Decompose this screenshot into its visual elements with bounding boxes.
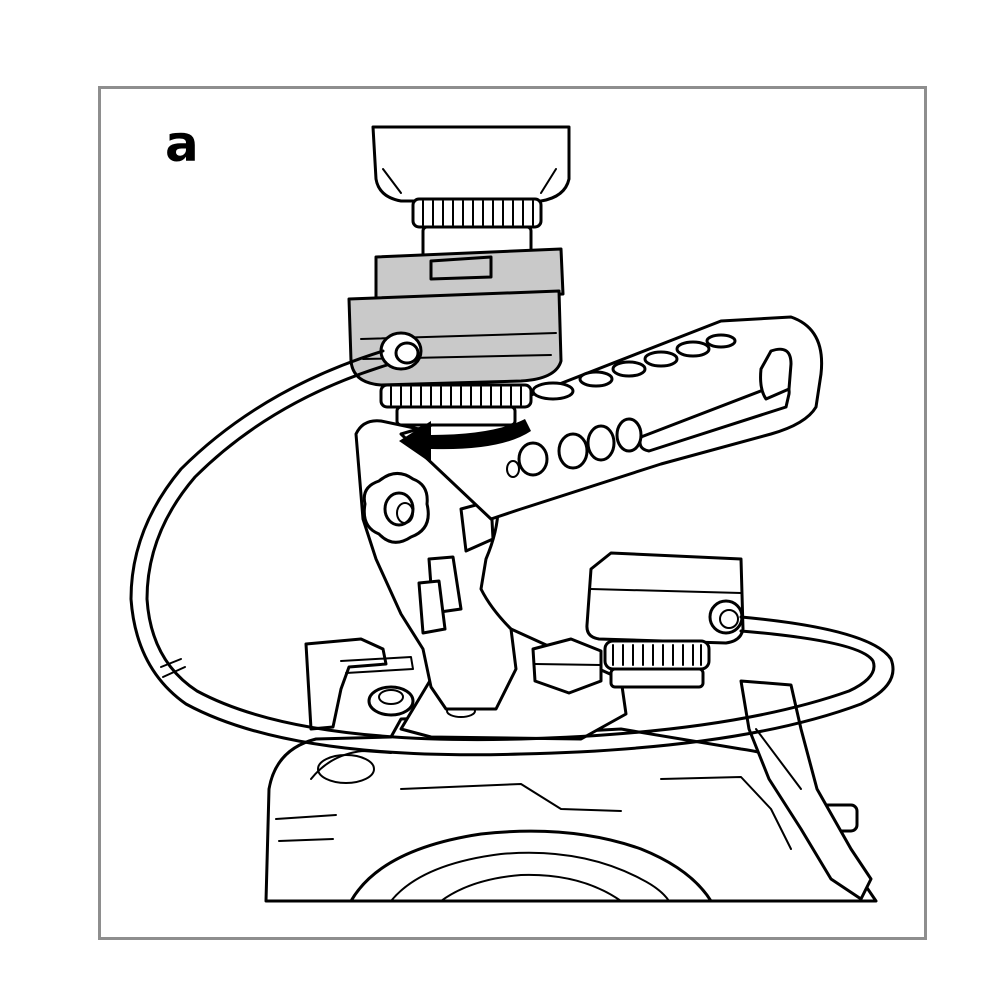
panel-label: a xyxy=(165,115,199,173)
camera-cage xyxy=(304,637,873,901)
figure-frame: a xyxy=(98,86,927,940)
illustration xyxy=(129,125,895,903)
flash-unit xyxy=(371,125,571,267)
sync-cable xyxy=(129,349,895,757)
lower-shoe-unit xyxy=(531,551,745,695)
rotation-arrow xyxy=(399,419,531,463)
camera-lens xyxy=(349,829,713,903)
shoe-adapter-highlighted xyxy=(347,247,565,427)
top-handle xyxy=(354,315,824,711)
